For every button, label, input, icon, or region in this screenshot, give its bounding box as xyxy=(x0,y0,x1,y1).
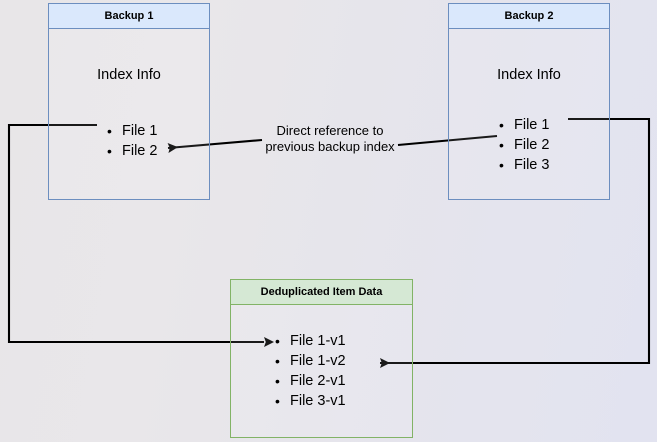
list-item: File 1-v1 xyxy=(273,331,346,351)
backup-1-index-label: Index Info xyxy=(97,67,161,83)
list-item: File 1-v2 xyxy=(273,351,346,371)
node-backup-1[interactable]: Backup 1 Index Info File 1 File 2 xyxy=(48,3,210,200)
node-deduplicated-item-data[interactable]: Deduplicated Item Data File 1-v1 File 1-… xyxy=(230,279,413,438)
list-item: File 3-v1 xyxy=(273,391,346,411)
node-deduplicated-item-data-title: Deduplicated Item Data xyxy=(231,280,412,305)
backup-2-index-label: Index Info xyxy=(497,67,561,83)
list-item: File 1 xyxy=(105,121,157,141)
list-item: File 3 xyxy=(497,155,549,175)
node-backup-2[interactable]: Backup 2 Index Info File 1 File 2 File 3 xyxy=(448,3,610,200)
list-item: File 2 xyxy=(105,141,157,161)
list-item: File 2-v1 xyxy=(273,371,346,391)
node-backup-2-title: Backup 2 xyxy=(449,4,609,29)
list-item: File 1 xyxy=(497,115,549,135)
dedup-file-list: File 1-v1 File 1-v2 File 2-v1 File 3-v1 xyxy=(273,331,346,411)
backup-1-file-list: File 1 File 2 xyxy=(105,121,157,161)
node-backup-1-title: Backup 1 xyxy=(49,4,209,29)
annotation-direct-reference: Direct reference to previous backup inde… xyxy=(265,123,395,154)
backup-2-file-list: File 1 File 2 File 3 xyxy=(497,115,549,175)
list-item: File 2 xyxy=(497,135,549,155)
